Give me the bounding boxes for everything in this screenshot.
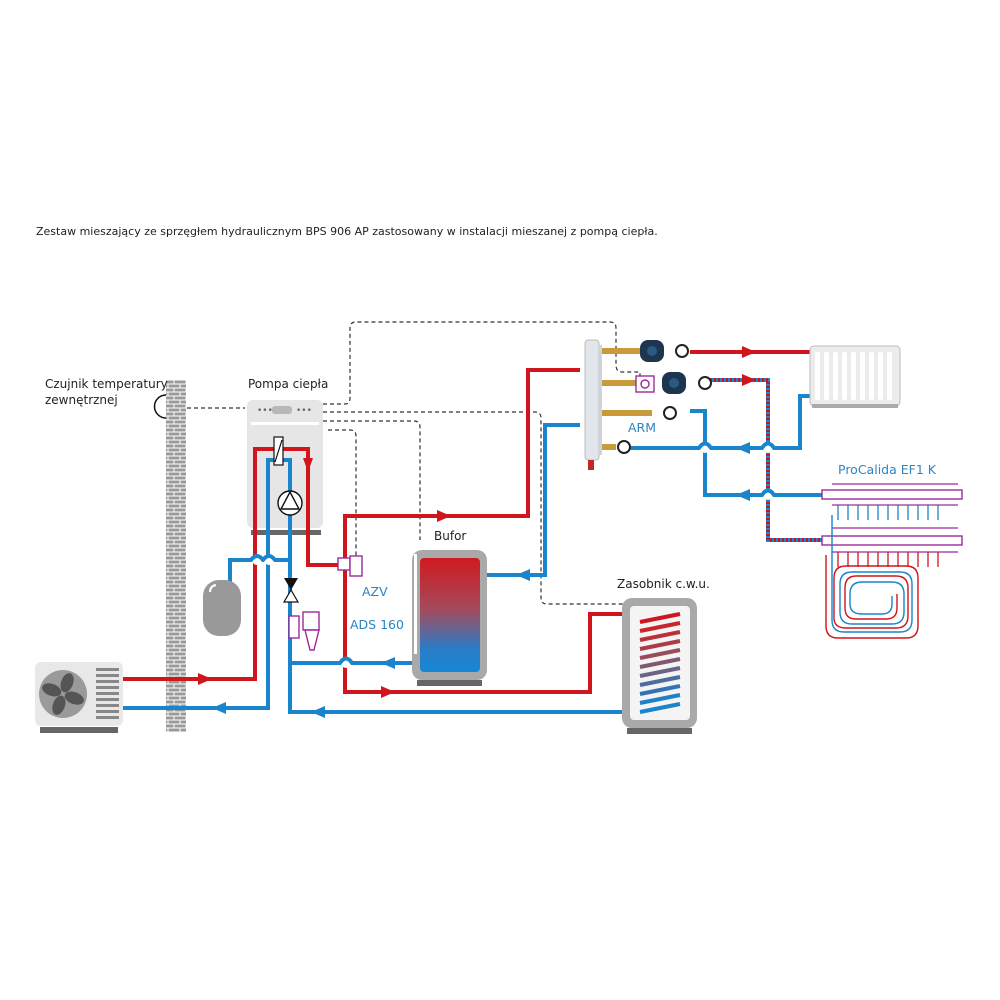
manifold-label: ProCalida EF1 K — [838, 462, 937, 477]
buffer-tank — [412, 550, 487, 686]
pump-icon-2 — [662, 372, 686, 394]
sensor-label-line1: Czujnik temperatury — [45, 377, 168, 391]
radiator — [809, 345, 901, 408]
mixing-group — [602, 340, 712, 454]
valve-icon — [282, 578, 300, 603]
pump-icon-1 — [640, 340, 664, 362]
fan-icon — [42, 673, 84, 715]
outdoor-unit — [35, 662, 123, 733]
hydraulic-separator — [584, 339, 602, 470]
buffer-label: Bufor — [434, 529, 466, 543]
sensor-icon — [153, 394, 167, 419]
underfloor-loop — [825, 515, 919, 639]
svg-text:•••: ••• — [257, 406, 273, 416]
dhw-tank-label: Zasobnik c.w.u. — [617, 577, 710, 591]
zone-valve — [337, 555, 363, 577]
dhw-tank — [622, 598, 697, 734]
heat-pump-label: Pompa ciepła — [248, 377, 328, 391]
mixing-valve-icon — [635, 375, 655, 393]
mixed-supply-pipe-pattern — [710, 378, 825, 542]
brick-wall — [166, 380, 186, 732]
flow-arrows — [198, 346, 756, 718]
ads-label: ADS 160 — [350, 617, 404, 632]
dirt-separator — [288, 611, 320, 651]
sensor-label-line2: zewnętrznej — [45, 393, 118, 407]
pump-symbol-icon — [277, 490, 303, 516]
signal-lines — [180, 321, 641, 605]
gauge-icons — [617, 344, 712, 454]
floor-manifold — [821, 483, 963, 567]
diagram-caption: Zestaw mieszający ze sprzęgłem hydraulic… — [36, 225, 658, 238]
hot-pipes — [123, 350, 810, 694]
expansion-vessel — [203, 580, 241, 636]
svg-text:•••: ••• — [296, 406, 312, 416]
arm-label: ARM — [628, 420, 656, 435]
azv-label: AZV — [362, 584, 388, 599]
heat-pump-indoor-unit: ••• ••• — [247, 400, 323, 535]
